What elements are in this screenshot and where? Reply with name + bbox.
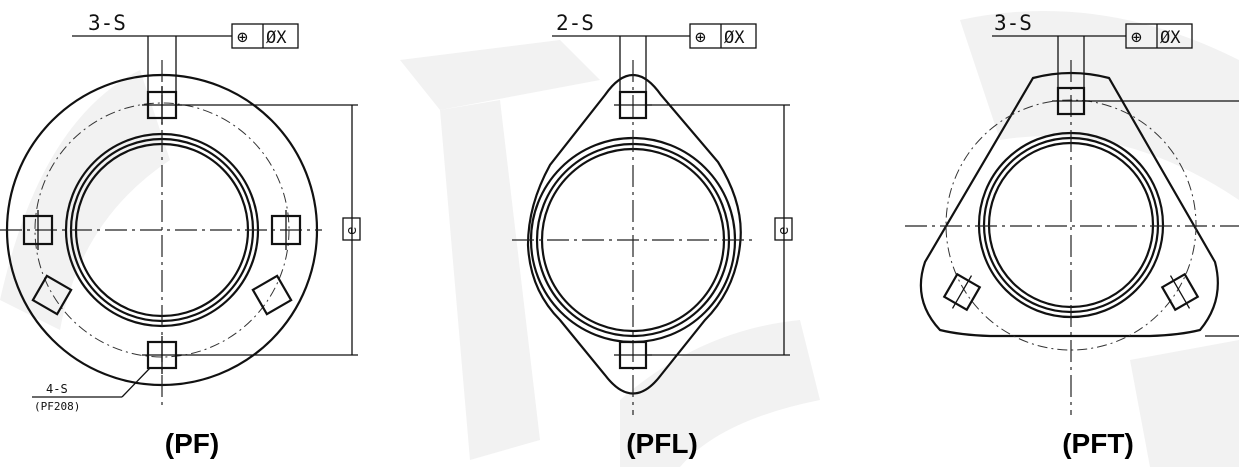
- pf-bolt-hole: [22, 210, 54, 250]
- pf-note: 4-S: [46, 382, 68, 396]
- pf-bolt-hole: [31, 274, 73, 316]
- pf-control-frame: [231, 23, 299, 49]
- pf-diameter-symbol: ØX: [266, 28, 287, 48]
- pfl-diameter-symbol: ØX: [724, 28, 745, 48]
- pfl-dimension-label: e: [776, 227, 792, 235]
- pft-position-symbol: ⊕: [1131, 27, 1142, 48]
- pf-bolt-hole: [270, 210, 302, 250]
- figure-title-pfl: (PFL): [626, 428, 698, 459]
- pft-bolt-hole: [942, 272, 982, 312]
- figure-pfl: 2-S ⊕ ØX e: [512, 11, 793, 415]
- figure-pf: 3-S ⊕ ØX: [0, 11, 361, 413]
- pft-flange-outline: [919, 71, 1219, 338]
- pf-bolt-hole: [251, 274, 293, 316]
- pf-position-symbol: ⊕: [237, 27, 248, 48]
- figure-title-pft: (PFT): [1062, 428, 1134, 459]
- pft-control-frame: [1125, 23, 1193, 49]
- pf-dimension-label: e: [344, 227, 360, 235]
- figure-pft: 3-S ⊕ ØX: [905, 11, 1239, 415]
- pfl-hole-label: 2-S: [556, 11, 594, 35]
- watermark: [0, 11, 1239, 467]
- figure-title-pf: (PF): [164, 428, 220, 459]
- pft-diameter-symbol: ØX: [1160, 28, 1181, 48]
- pfl-position-symbol: ⊕: [695, 27, 706, 48]
- pf-note-model: (PF208): [34, 400, 80, 413]
- pf-hole-label: 3-S: [88, 11, 126, 35]
- pfl-flange-outline: [526, 73, 742, 395]
- pfl-control-frame: [689, 23, 757, 49]
- pft-hole-label: 3-S: [994, 11, 1032, 35]
- pft-bolt-hole: [1160, 272, 1200, 312]
